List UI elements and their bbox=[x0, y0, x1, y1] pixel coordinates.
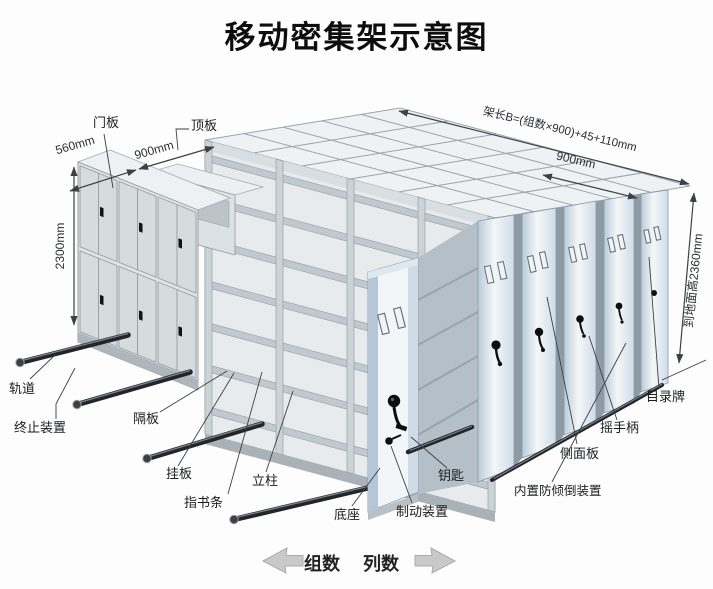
callout-anti-tip: 内置防倾倒装置 bbox=[514, 484, 602, 498]
dimension-lines bbox=[69, 109, 707, 381]
floor-rails bbox=[15, 332, 375, 525]
callout-book-guide: 指书条 bbox=[184, 495, 224, 510]
callout-brake: 制动装置 bbox=[396, 504, 449, 519]
left-arrow-icon bbox=[261, 547, 304, 574]
rail-end-stops bbox=[15, 357, 239, 525]
page-title: 移动密集架示意图 bbox=[224, 20, 489, 55]
row-gaps bbox=[417, 194, 641, 494]
legend-columns: 列数 bbox=[363, 554, 399, 574]
callout-shelf-board: 隔板 bbox=[133, 411, 160, 426]
callout-top-panel: 顶板 bbox=[191, 118, 218, 133]
legend-groups: 组数 bbox=[304, 554, 340, 574]
right-arrow-icon bbox=[414, 547, 457, 574]
callout-key: 钥匙 bbox=[438, 468, 465, 483]
callout-rail: 轨道 bbox=[9, 381, 36, 396]
dim-2300mm: 2300mm bbox=[53, 222, 67, 270]
door-handles bbox=[100, 206, 182, 337]
front-end-panel bbox=[367, 257, 419, 520]
crank-knobs bbox=[491, 290, 657, 367]
callout-door-panel: 门板 bbox=[93, 115, 120, 130]
shelf-base-strip bbox=[205, 434, 495, 522]
callout-crank-handle: 摇手柄 bbox=[600, 420, 640, 435]
callout-column: 立柱 bbox=[252, 473, 279, 488]
callout-hanging-board: 挂板 bbox=[166, 466, 193, 481]
catalog-card-slots bbox=[483, 226, 662, 285]
callout-catalog-plate: 目录牌 bbox=[646, 389, 686, 404]
leader-lines bbox=[29, 128, 660, 507]
callout-side-panel: 侧面板 bbox=[560, 446, 600, 461]
crank-handle-front bbox=[387, 394, 408, 432]
legend-arrows bbox=[261, 547, 457, 574]
right-rails bbox=[405, 383, 664, 482]
brake-and-key bbox=[385, 434, 402, 445]
callout-base: 底座 bbox=[334, 507, 361, 522]
callout-stop-device: 终止装置 bbox=[14, 420, 67, 435]
front-catalog-slots bbox=[377, 306, 406, 336]
